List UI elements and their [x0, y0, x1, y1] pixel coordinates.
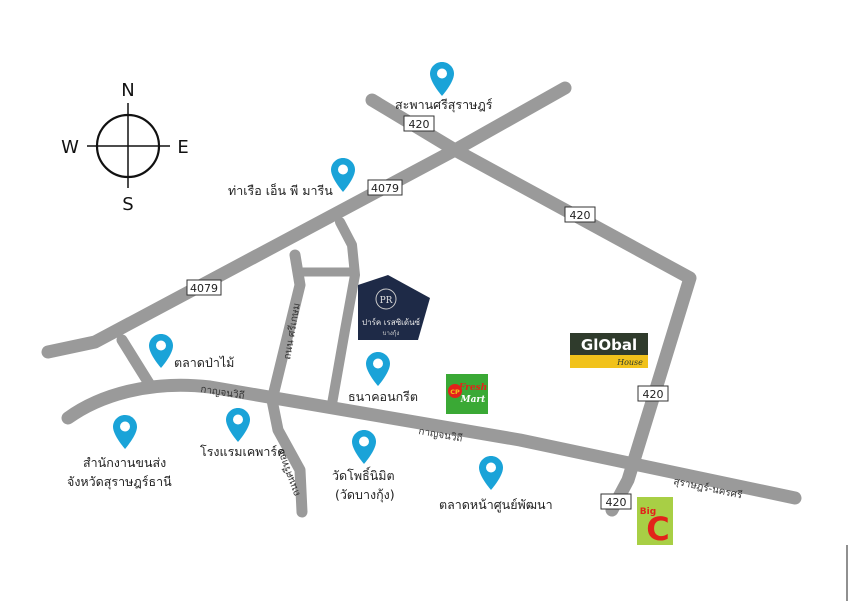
global-house-logo[interactable]: GlObal House — [570, 333, 648, 368]
big-c-tile — [637, 497, 673, 545]
road-network — [41, 81, 802, 518]
location-pin-icon-transport-office[interactable] — [113, 415, 137, 449]
big-c-big-text: Big — [640, 507, 656, 517]
compass-south: S — [122, 194, 133, 215]
place-label-wood-market: ตลาดป่าไม้ — [174, 355, 234, 370]
cp-badge — [448, 384, 462, 398]
svg-text:420: 420 — [643, 388, 664, 401]
road-wood-market-connector — [116, 334, 156, 391]
park-residence-logo[interactable]: PR ปาร์ค เรสซิเด้นซ์ บางกุ้ง — [358, 275, 430, 340]
park-residence-monogram-ring — [375, 288, 397, 310]
road-sri-kasem — [266, 249, 308, 518]
svg-text:420: 420 — [409, 118, 430, 131]
location-pin-icon-bridge[interactable] — [430, 62, 454, 96]
location-pin-icon-pier[interactable] — [331, 158, 355, 192]
global-house-top-bar — [570, 333, 648, 355]
road-4079 — [41, 81, 572, 359]
compass-west: W — [61, 137, 79, 158]
location-pin-icon-hotel[interactable] — [226, 408, 250, 442]
place-label-thana-concrete: ธนาคอนกรีต — [348, 389, 418, 404]
global-house-name: GlObal — [581, 336, 637, 354]
road-shield-4079-left: 4079 — [186, 279, 222, 296]
place-label-bridge: สะพานศรีสุราษฎร์ — [395, 97, 493, 113]
location-pin-icon-wood-market[interactable] — [149, 334, 173, 368]
svg-text:420: 420 — [570, 209, 591, 222]
cp-fresh-text: Fresh — [458, 383, 487, 393]
compass-east: E — [177, 137, 188, 158]
road-shield-420-right: 420 — [564, 206, 596, 223]
road-shield-4079-top: 4079 — [367, 179, 403, 196]
svg-text:4079: 4079 — [371, 182, 399, 195]
road-shield-420-mid: 420 — [637, 385, 669, 402]
park-residence-sub: บางกุ้ง — [383, 330, 400, 337]
svg-text:4079: 4079 — [190, 282, 218, 295]
cp-fresh-mart-logo[interactable]: CP Fresh Mart — [446, 374, 488, 414]
park-residence-name: ปาร์ค เรสซิเด้นซ์ — [362, 317, 421, 327]
location-pin-icon-market-center[interactable] — [479, 456, 503, 490]
location-pin-icon-temple[interactable] — [352, 430, 376, 464]
place-label-temple-line1: วัดโพธิ์นิมิต — [332, 466, 395, 483]
road-shield-420-bottom: 420 — [600, 493, 632, 510]
big-c-c-letter: C — [646, 510, 669, 548]
place-label-temple-line2: (วัดบางกุ้ง) — [335, 487, 395, 503]
park-residence-monogram: PR — [380, 296, 393, 306]
place-label-transport-office-line1: สำนักงานขนส่ง — [83, 455, 166, 470]
svg-text:420: 420 — [606, 496, 627, 509]
place-label-transport-office-line2: จังหวัดสุราษฎร์ธานี — [67, 474, 172, 490]
big-c-logo[interactable]: Big C — [637, 497, 673, 548]
place-label-market-center: ตลาดหน้าศูนย์พัฒนา — [439, 497, 553, 513]
compass-ring — [95, 113, 161, 179]
compass-north: N — [121, 80, 134, 101]
cp-badge-text: CP — [450, 388, 460, 396]
road-shield-420-top: 420 — [403, 115, 435, 132]
place-label-hotel: โรงแรมเคพาร์ค — [200, 444, 286, 459]
road-kanchanawithi — [61, 378, 802, 505]
global-house-sub: House — [616, 358, 643, 367]
place-label-pier: ท่าเรือ เอ็น พี มารีน — [228, 183, 333, 198]
park-residence-badge — [358, 275, 430, 340]
location-pin-icon-thana-concrete[interactable] — [366, 352, 390, 386]
road-420 — [365, 93, 697, 517]
cp-mart-text: Mart — [460, 395, 487, 405]
road-local-curve — [327, 217, 360, 409]
global-house-bottom-bar — [570, 355, 648, 368]
compass-rose: N S E W — [61, 80, 189, 215]
